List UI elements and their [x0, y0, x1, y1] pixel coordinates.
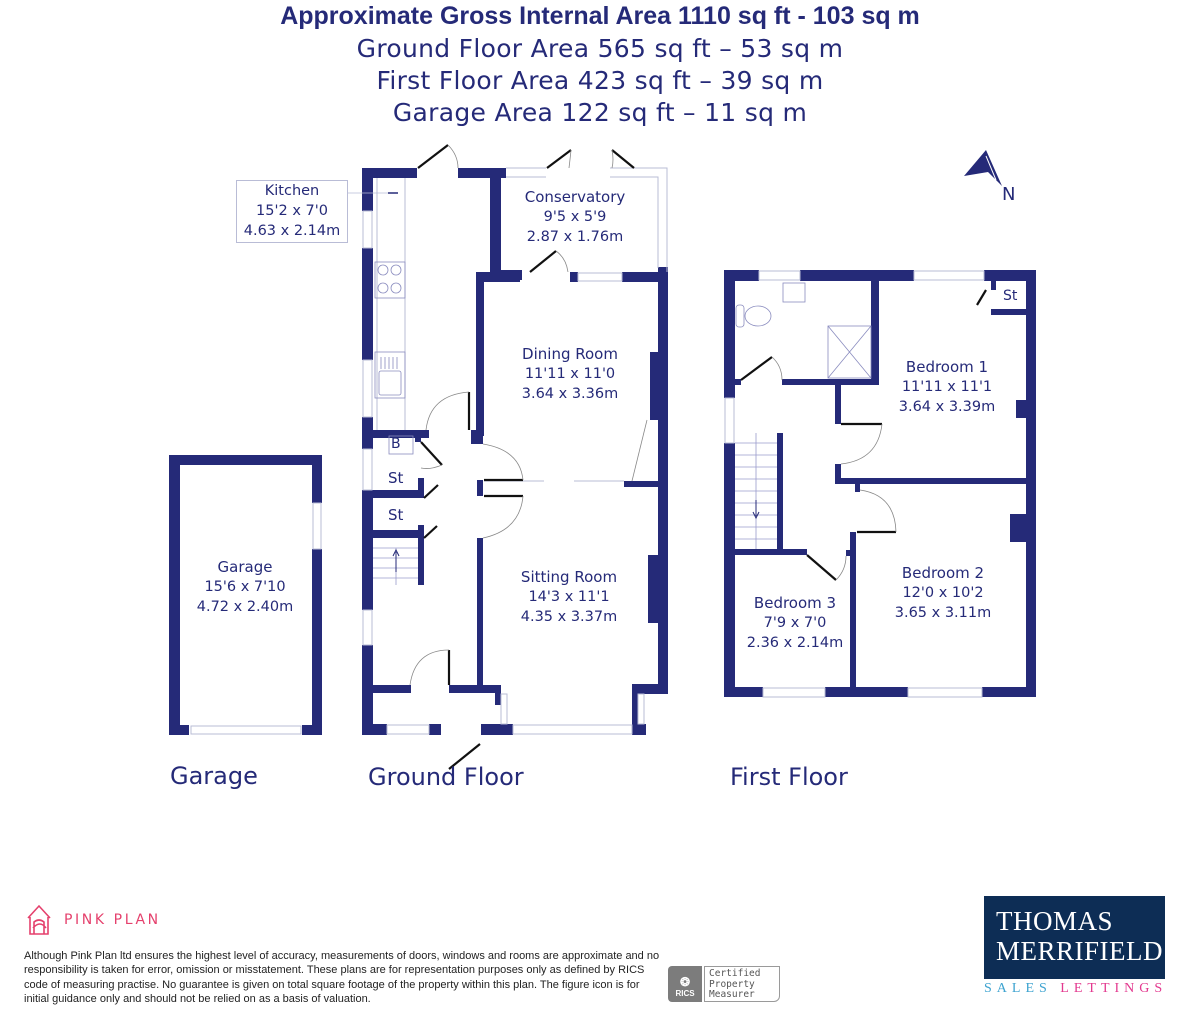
agent-tagline: SALES LETTINGS: [984, 981, 1169, 997]
room-garage: Garage 15'6 x 7'10 4.72 x 2.40m: [197, 557, 294, 617]
room-metric: 3.65 x 3.11m: [894, 605, 992, 621]
pink-plan-logo: PINK PLAN: [26, 904, 161, 936]
floor-label-garage: Garage: [170, 762, 258, 790]
room-metric: 4.72 x 2.40m: [196, 599, 294, 615]
windows: [190, 167, 985, 735]
rics-line1: Certified: [709, 968, 761, 979]
room-name: Dining Room: [522, 345, 618, 363]
room-kitchen: Kitchen 15'2 x 7'0 4.63 x 2.14m: [236, 180, 348, 243]
room-metric: 3.64 x 3.39m: [898, 399, 996, 415]
room-dining: Dining Room 11'11 x 11'0 3.64 x 3.36m: [522, 344, 619, 404]
room-name: Bedroom 3: [753, 594, 837, 612]
rics-logo: ❂ RICS: [668, 966, 702, 1002]
room-name: Bedroom 2: [901, 564, 985, 582]
agent-sales: SALES: [984, 981, 1052, 996]
boiler-box: [388, 435, 414, 455]
rics-logo-text: RICS: [675, 989, 695, 998]
room-imperial: 7'9 x 7'0: [763, 615, 827, 631]
store-label-2: St: [388, 506, 404, 524]
room-metric: 4.63 x 2.14m: [243, 223, 341, 239]
first-floor-area: First Floor Area 423 sq ft – 39 sq m: [376, 66, 824, 95]
garage-area: Garage Area 122 sq ft – 11 sq m: [392, 98, 808, 127]
room-imperial: 15'6 x 7'10: [204, 579, 286, 595]
room-metric: 2.36 x 2.14m: [746, 635, 844, 651]
stairs-up-arrow-icon: [392, 548, 400, 572]
room-conservatory: Conservatory 9'5 x 5'9 2.87 x 1.76m: [525, 187, 626, 247]
room-imperial: 11'11 x 11'1: [901, 379, 993, 395]
room-bedroom2: Bedroom 2 12'0 x 10'2 3.65 x 3.11m: [895, 563, 992, 623]
rics-certified-text: Certified Property Measurer: [704, 966, 780, 1002]
room-bedroom1: Bedroom 1 11'11 x 11'1 3.64 x 3.39m: [899, 357, 996, 417]
disclaimer: Although Pink Plan ltd ensures the highe…: [24, 950, 660, 1005]
room-metric: 3.64 x 3.36m: [521, 386, 619, 402]
kitchen-fittings: [374, 261, 406, 399]
room-metric: 2.87 x 1.76m: [526, 229, 624, 245]
room-name: Garage: [217, 558, 273, 576]
store-label-1: St: [388, 469, 404, 487]
stairs-down-arrow-icon: [752, 500, 760, 520]
room-imperial: 12'0 x 10'2: [902, 585, 984, 601]
room-metric: 4.35 x 3.37m: [520, 609, 618, 625]
room-imperial: 15'2 x 7'0: [256, 203, 328, 219]
room-imperial: 11'11 x 11'0: [524, 366, 616, 382]
agent-line1: THOMAS: [996, 906, 1114, 936]
lion-icon: ❂: [679, 975, 691, 989]
door-leaves: [417, 144, 987, 770]
ground-floor-area: Ground Floor Area 565 sq ft – 53 sq m: [356, 34, 844, 63]
room-name: Kitchen: [264, 183, 320, 199]
gross-area-title: Approximate Gross Internal Area 1110 sq …: [280, 2, 920, 30]
room-name: Conservatory: [524, 188, 626, 206]
room-name: Bedroom 1: [905, 358, 989, 376]
store-label-3: St: [1003, 288, 1018, 304]
room-sitting: Sitting Room 14'3 x 11'1 4.35 x 3.37m: [521, 567, 618, 627]
floor-label-first: First Floor: [730, 763, 848, 791]
rics-badge: ❂ RICS Certified Property Measurer: [668, 966, 780, 1002]
agent-line2: MERRIFIELD: [996, 936, 1163, 966]
pink-plan-text: PINK PLAN: [64, 912, 161, 928]
rics-line2: Property: [709, 978, 755, 990]
room-imperial: 14'3 x 11'1: [528, 589, 610, 605]
floor-label-ground: Ground Floor: [368, 763, 524, 791]
agent-lettings: LETTINGS: [1060, 981, 1168, 996]
north-label: N: [1002, 184, 1016, 205]
house-icon: [27, 904, 51, 935]
room-bedroom3: Bedroom 3 7'9 x 7'0 2.36 x 2.14m: [747, 593, 844, 653]
north-arrow-icon: [964, 150, 1002, 186]
walls: [169, 168, 1036, 735]
room-imperial: 9'5 x 5'9: [543, 209, 607, 225]
boiler-label: B: [391, 436, 401, 452]
bathroom-fittings: [735, 282, 872, 379]
thomas-merrifield-logo: THOMAS MERRIFIELD: [984, 896, 1165, 979]
room-name: Sitting Room: [520, 568, 618, 586]
door-swings: [409, 144, 897, 686]
rics-line3: Measurer: [709, 989, 755, 1000]
